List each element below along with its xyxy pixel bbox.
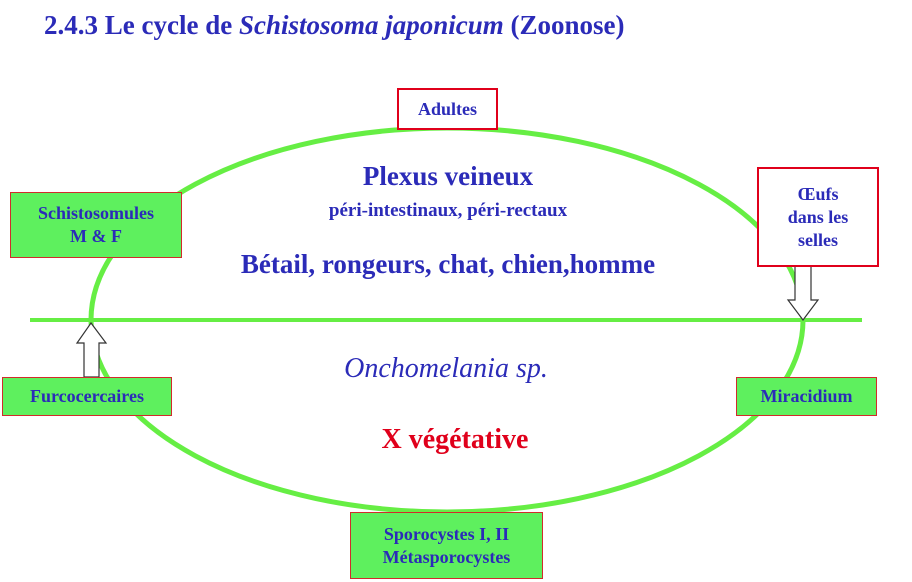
title-prefix: 2.4.3 Le cycle de [44,10,239,40]
site-heading: Plexus veineux [362,161,534,191]
node-sporocystes-line1: Sporocystes I, II [383,523,510,544]
node-furcocercaires: Furcocercaires [2,377,172,416]
node-sporocystes-line2: Métasporocystes [382,546,511,567]
node-schistosomules-line2: M & F [70,226,122,246]
intermediate-host-snail: Onchomelania sp. [344,353,548,384]
node-miracidium-label: Miracidium [760,386,853,406]
title-suffix: (Zoonose) [503,10,625,40]
down-arrow-icon [786,265,820,321]
site-detail: péri-intestinaux, péri-rectaux [328,200,568,221]
node-miracidium: Miracidium [736,377,877,416]
node-oeufs: Œufs dans les selles [757,167,879,267]
node-schistosomules: Schistosomules M & F [10,192,182,258]
node-sporocystes: Sporocystes I, II Métasporocystes [350,512,543,579]
title-species: Schistosoma japonicum [238,10,504,40]
asexual-multiplication-label: X végétative [381,424,529,455]
definitive-hosts-list: Bétail, rongeurs, chat, chien,homme [240,249,656,279]
node-adultes: Adultes [397,88,498,130]
node-furcocercaires-label: Furcocercaires [30,386,144,406]
node-schistosomules-line1: Schistosomules [37,203,154,223]
page-title: 2.4.3 Le cycle de Schistosoma japonicum … [44,10,625,41]
node-oeufs-line1: Œufs [797,183,839,204]
node-oeufs-line2: dans les [787,206,849,227]
node-adultes-label: Adultes [417,98,477,119]
node-oeufs-line3: selles [798,229,838,250]
